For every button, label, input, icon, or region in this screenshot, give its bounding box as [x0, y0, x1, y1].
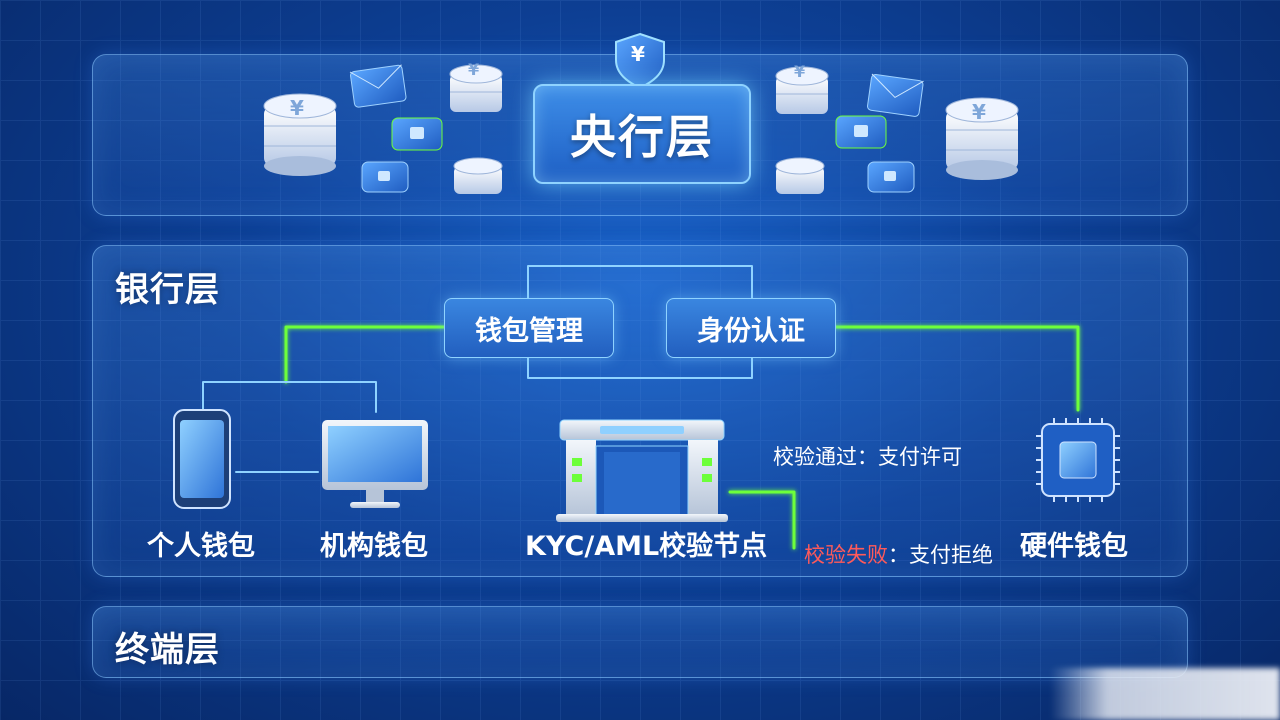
envelope-icon — [867, 73, 924, 117]
wallet-management-box: 钱包管理 — [444, 298, 614, 358]
hardware-wallet-label: 硬件钱包 — [1020, 531, 1128, 562]
shield-yen-icon: ¥ — [631, 42, 645, 66]
envelope-icon — [349, 64, 407, 108]
link-identity-to-hardware — [832, 325, 1080, 412]
coin-stack-icon — [775, 157, 825, 194]
verification-pass-text: 校验通过：支付许可 — [773, 445, 962, 469]
coin-stack-icon — [263, 93, 337, 176]
chip-card-icon — [835, 115, 887, 149]
fail-label: 校验失败 — [804, 543, 888, 567]
yen-icon: ¥ — [290, 96, 304, 120]
fail-result: ：支付拒绝 — [888, 543, 993, 567]
identity-auth-box: 身份认证 — [666, 298, 836, 358]
coin-stack-icon — [453, 157, 503, 194]
chip-card-icon — [867, 161, 915, 193]
link-fail-branch — [728, 490, 796, 550]
kyc-node-label: KYC/AML校验节点 — [525, 531, 768, 562]
link-bank-split — [527, 265, 753, 299]
watermark-blur — [1050, 668, 1280, 720]
terminal-layer-panel — [92, 606, 1188, 678]
yen-icon: ¥ — [794, 62, 806, 81]
yen-icon: ¥ — [468, 60, 480, 79]
institution-wallet-label: 机构钱包 — [320, 531, 428, 562]
chip-card-icon — [391, 117, 443, 151]
chip-card-icon — [361, 161, 409, 193]
verification-fail-text: 校验失败：支付拒绝 — [804, 539, 993, 569]
link-wallet-branch — [202, 381, 377, 413]
terminal-layer-title: 终端层 — [115, 630, 220, 670]
link-mgmt-to-wallets — [284, 325, 446, 384]
personal-wallet-label: 个人钱包 — [147, 531, 255, 562]
central-bank-title: 央行层 — [570, 110, 714, 164]
smartphone-icon — [173, 409, 231, 509]
yen-icon: ¥ — [972, 100, 986, 124]
bank-layer-title: 银行层 — [115, 270, 220, 310]
coin-stack-icon — [945, 97, 1019, 180]
coin-stack-icon — [449, 64, 503, 112]
coin-stack-icon — [775, 66, 829, 114]
kyc-gateway-icon — [556, 419, 728, 522]
hardware-chip-icon — [1036, 418, 1120, 502]
central-bank-title-box: 央行层 — [533, 84, 751, 184]
desktop-monitor-icon — [322, 420, 428, 508]
